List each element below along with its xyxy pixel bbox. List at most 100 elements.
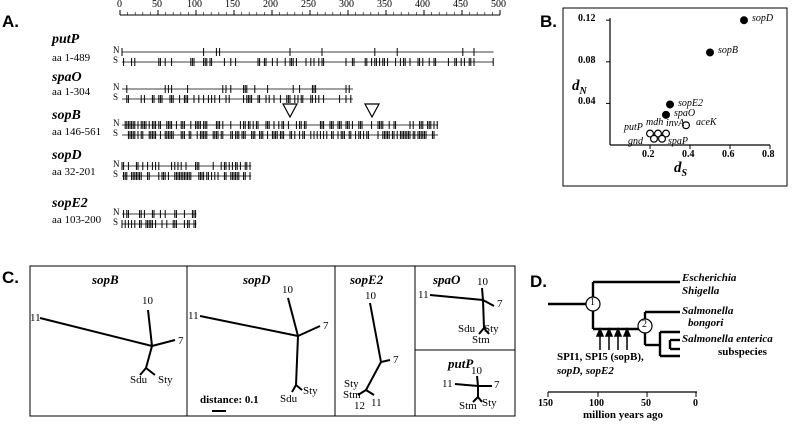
point-label: aceK: [696, 117, 717, 129]
gene-name: sopD: [52, 148, 82, 163]
gene-range: aa 1-304: [52, 86, 91, 98]
taxon-label: Sty: [484, 323, 499, 335]
scatter-point: [661, 110, 670, 119]
n-label: N: [113, 45, 120, 55]
s-label: S: [113, 92, 119, 102]
scatter-point: [739, 16, 748, 25]
n-label: N: [113, 159, 120, 169]
y-tick-label: 0.12: [578, 13, 596, 25]
point-label: spaO: [674, 107, 696, 119]
n-label: N: [113, 82, 120, 92]
gene-name: spaO: [52, 70, 82, 85]
taxon-label: 7: [497, 298, 503, 310]
panel-c-label: C.: [2, 268, 19, 287]
y-tick-label: 0.04: [578, 96, 596, 108]
taxon-bongori: bongori: [688, 317, 724, 329]
panel-a-label: A.: [2, 12, 19, 31]
tree-title: sopD: [243, 272, 271, 287]
taxon-label: 11: [371, 397, 382, 409]
scatter-point: [653, 129, 662, 138]
axis-tick-label: 350: [377, 0, 392, 10]
taxon-label: 7: [178, 335, 184, 347]
taxon-label: Sdu: [280, 393, 298, 405]
axis-tick-label: 300: [339, 0, 354, 10]
taxon-label: 10: [477, 276, 488, 288]
scatter-point: [649, 134, 658, 143]
taxon-label: 11: [188, 310, 199, 322]
n-label: N: [113, 118, 120, 128]
taxon-label: 10: [142, 295, 153, 307]
point-label: sopD: [752, 13, 774, 25]
taxon-label: 7: [323, 320, 329, 332]
taxon-label: 10: [282, 284, 293, 296]
point-label: sopE2: [678, 98, 703, 110]
panel-b-label: B.: [540, 12, 557, 31]
taxon-label: Sty: [482, 397, 497, 409]
taxon-label: Stm: [472, 334, 490, 346]
x-tick-label: 0.2: [642, 149, 655, 160]
acquisition-annotation: SPI1, SPI5 (sopB),: [557, 351, 644, 363]
taxon-label: Sty: [303, 385, 318, 397]
tree-title: putP: [448, 356, 474, 371]
gene-range: aa 32-201: [52, 166, 96, 178]
node-2-marker: [637, 318, 653, 334]
node-label: 1: [590, 297, 595, 308]
point-label: invA: [666, 117, 685, 129]
axis-tick-label: 200: [263, 0, 278, 10]
node-label: 2: [642, 319, 647, 330]
axis-tick-label: 500: [491, 0, 506, 10]
tree-title: sopB: [92, 272, 119, 287]
tree-title: sopE2: [350, 272, 384, 287]
tree-title: spaO: [433, 272, 461, 287]
axis-tick-label: 450: [453, 0, 468, 10]
point-label: mdh: [646, 116, 664, 128]
point-label: putP: [624, 121, 643, 133]
point-label: sopB: [718, 45, 738, 57]
y-axis-label: dNdN: [572, 78, 587, 97]
scatter-point: [705, 48, 714, 57]
taxon-label: Sty: [344, 378, 359, 390]
taxon-label: 7: [393, 354, 399, 366]
time-tick: 100: [589, 398, 604, 409]
sopB-marker-triangle: [363, 103, 381, 119]
taxon-salmonella-enterica: Salmonella enterica: [682, 333, 773, 345]
scatter-point: [661, 129, 670, 138]
taxon-shigella: Shigella: [682, 285, 720, 297]
time-tick: 0: [693, 398, 698, 409]
x-tick-label: 0.6: [722, 149, 735, 160]
scatter-point: [645, 129, 654, 138]
taxon-label: Stm: [343, 389, 361, 401]
s-label: S: [113, 128, 119, 138]
gene-range: aa 146-561: [52, 126, 102, 138]
sopB-marker-triangle: [281, 103, 299, 119]
axis-tick-label: 150: [225, 0, 240, 10]
taxon-label: Stm: [459, 400, 477, 412]
scatter-point: [665, 100, 674, 109]
taxon-label: 12: [354, 400, 365, 412]
time-tick: 50: [641, 398, 651, 409]
scatter-point: [657, 134, 666, 143]
s-label: S: [113, 55, 119, 65]
panel-d-label: D.: [530, 272, 547, 291]
time-axis-label: million years ago: [583, 409, 664, 421]
taxon-label: 7: [494, 379, 500, 391]
taxon-label: Sdu: [458, 323, 476, 335]
taxon-label: Sdu: [130, 374, 148, 386]
acquisition-annotation: sopD, sopE2: [557, 365, 614, 377]
n-label: N: [113, 207, 120, 217]
taxon-label: Sty: [158, 374, 173, 386]
time-tick: 150: [538, 398, 553, 409]
axis-tick-label: 100: [187, 0, 202, 10]
axis-tick-label: 250: [301, 0, 316, 10]
taxon-label: 11: [30, 312, 41, 324]
gene-range: aa 1-489: [52, 52, 91, 64]
x-tick-label: 0.4: [682, 149, 695, 160]
sopD-tree: [199, 297, 321, 393]
taxon-label: 10: [365, 290, 376, 302]
scatter-point: [681, 121, 690, 130]
taxon-salmonella: Salmonella: [682, 305, 734, 317]
